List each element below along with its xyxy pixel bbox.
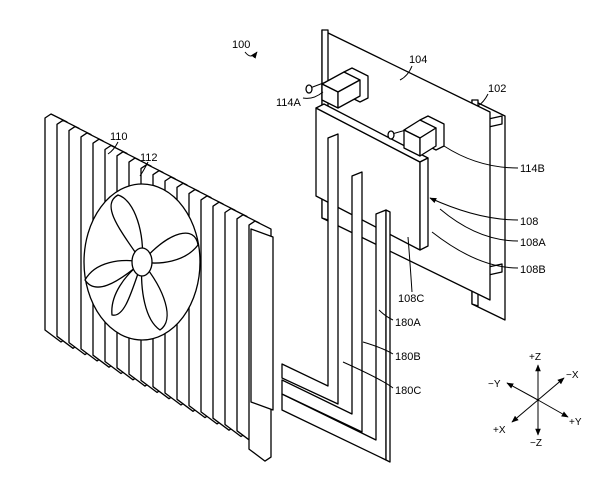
fan-112 xyxy=(83,183,201,341)
label-104: 104 xyxy=(409,54,427,66)
label-108b: 108B xyxy=(520,264,546,276)
axis-pos-x: +X xyxy=(493,425,506,436)
module-108 xyxy=(315,103,429,251)
axis-pos-y: +Y xyxy=(569,417,582,428)
label-180b: 180B xyxy=(395,351,421,363)
axis-pos-z: +Z xyxy=(529,352,541,363)
label-110: 110 xyxy=(110,131,128,143)
label-180a: 180A xyxy=(395,317,421,329)
label-108: 108 xyxy=(520,216,538,228)
connector-114b xyxy=(387,115,445,157)
connector-114a xyxy=(305,67,369,109)
label-112: 112 xyxy=(140,152,158,164)
axis-neg-z: −Z xyxy=(530,438,542,449)
axis-neg-x: −X xyxy=(566,370,579,381)
label-114a: 114A xyxy=(276,97,302,109)
label-102: 102 xyxy=(488,83,506,95)
axis-indicator: +Z −Z −X +X −Y +Y xyxy=(488,352,582,449)
axis-neg-y: −Y xyxy=(488,379,501,390)
heatsink-base xyxy=(250,228,274,411)
heat-pipes xyxy=(281,133,391,463)
label-180c: 180C xyxy=(395,385,421,397)
label-114b: 114B xyxy=(520,163,545,175)
label-108a: 108A xyxy=(520,237,546,249)
label-100: 100 xyxy=(232,39,250,51)
leader-lines xyxy=(107,51,519,389)
label-108c: 108C xyxy=(398,293,424,305)
